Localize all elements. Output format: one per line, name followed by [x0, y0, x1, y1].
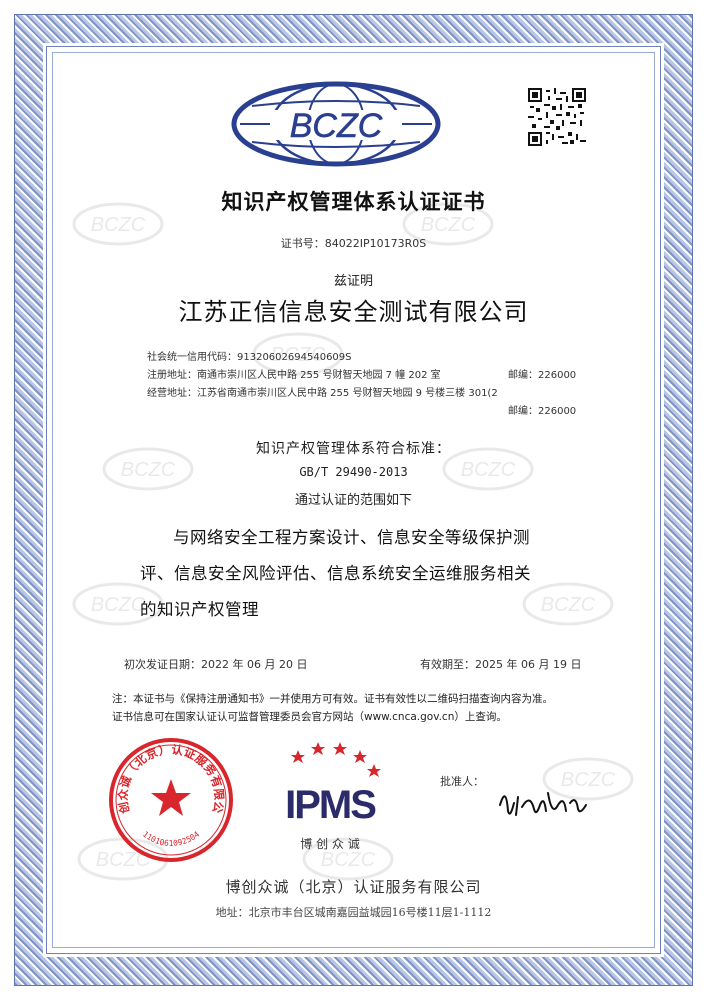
business-address: 经营地址：江苏省南通市崇川区人民中路 255 号财智天地园 9 号楼三楼 301… [147, 388, 498, 399]
registered-address: 注册地址：南通市崇川区人民中路 255 号财智天地园 7 幢 202 室 [147, 370, 441, 381]
svg-text:1101061092504: 1101061092504 [141, 830, 201, 848]
svg-text:博 创 众 诚: 博 创 众 诚 [300, 836, 359, 851]
svg-text:BCZC: BCZC [91, 594, 146, 616]
qr-code-icon[interactable] [528, 88, 586, 146]
svg-text:BCZC: BCZC [461, 459, 516, 481]
approver-label: 批准人： [440, 775, 484, 788]
ipms-logo-icon: IPMS 博 创 众 诚 [285, 742, 381, 851]
note-line: 注：本证书与《保持注册通知书》一并使用方可有效。证书有效性以二维码扫描查询内容为… [112, 693, 553, 705]
scope-line: 评、信息安全风险评估、信息系统安全运维服务相关 [140, 564, 531, 583]
scope-line: 的知识产权管理 [140, 600, 259, 619]
standard-code: GB/T 29490-2013 [299, 465, 408, 479]
bczc-watermark-icon: BCZC [102, 447, 194, 491]
svg-text:BCZC: BCZC [271, 344, 326, 366]
bczc-watermark-icon: BCZC [252, 332, 344, 376]
svg-text:BCZC: BCZC [421, 214, 476, 236]
svg-text:BCZC: BCZC [91, 214, 146, 236]
bczc-watermark-icon: BCZC [72, 202, 164, 246]
svg-text:BCZC: BCZC [541, 594, 596, 616]
credit-code: 社会统一信用代码：91320602694540609S [147, 352, 352, 363]
svg-text:BCZC: BCZC [121, 459, 176, 481]
bczc-logo-icon: BCZC [231, 81, 441, 167]
bczc-watermark-icon: BCZC [302, 837, 394, 881]
bczc-watermark-icon: BCZC [402, 202, 494, 246]
bczc-watermark-icon: BCZC [442, 447, 534, 491]
svg-text:BCZC: BCZC [96, 849, 151, 871]
issuer-name: 博创众诚（北京）认证服务有限公司 [225, 878, 482, 896]
bczc-watermark-icon: BCZC [522, 582, 614, 626]
standard-label: 知识产权管理体系符合标准： [256, 441, 451, 457]
certificate-number: 证书号：84022IP10173R0S [280, 237, 427, 250]
initial-issue-date: 初次发证日期：2022 年 06 月 20 日 [124, 658, 308, 671]
approver-signature-icon [499, 792, 587, 816]
issuer-address: 地址：北京市丰台区城南嘉园益城园16号楼11层1-1112 [215, 906, 492, 919]
expiry-date: 有效期至：2025 年 06 月 19 日 [420, 658, 582, 671]
bczc-watermark-icon: BCZC [72, 582, 164, 626]
business-postcode: 邮编：226000 [508, 406, 577, 417]
certificate-title: 知识产权管理体系认证证书 [221, 190, 486, 214]
company-seal-icon: 博创众诚（北京）认证服务有限公司 1101061092504 [106, 735, 233, 862]
registered-postcode: 邮编：226000 [508, 370, 577, 381]
scope-label: 通过认证的范围如下 [294, 493, 412, 508]
scope-line: 与网络安全工程方案设计、信息安全等级保护测 [173, 528, 530, 547]
inner-border-line [52, 52, 655, 948]
bczc-watermark-icon: BCZC [542, 757, 634, 801]
company-name: 江苏正信信息安全测试有限公司 [178, 298, 529, 326]
note-line: 证书信息可在国家认证认可监督管理委员会官方网站（www.cnca.gov.cn）… [112, 711, 507, 723]
svg-text:BCZC: BCZC [321, 849, 376, 871]
hereby-certify-label: 兹证明 [333, 274, 373, 289]
svg-text:BCZC: BCZC [561, 769, 616, 791]
svg-text:BCZC: BCZC [290, 107, 383, 145]
svg-text:IPMS: IPMS [285, 783, 376, 827]
